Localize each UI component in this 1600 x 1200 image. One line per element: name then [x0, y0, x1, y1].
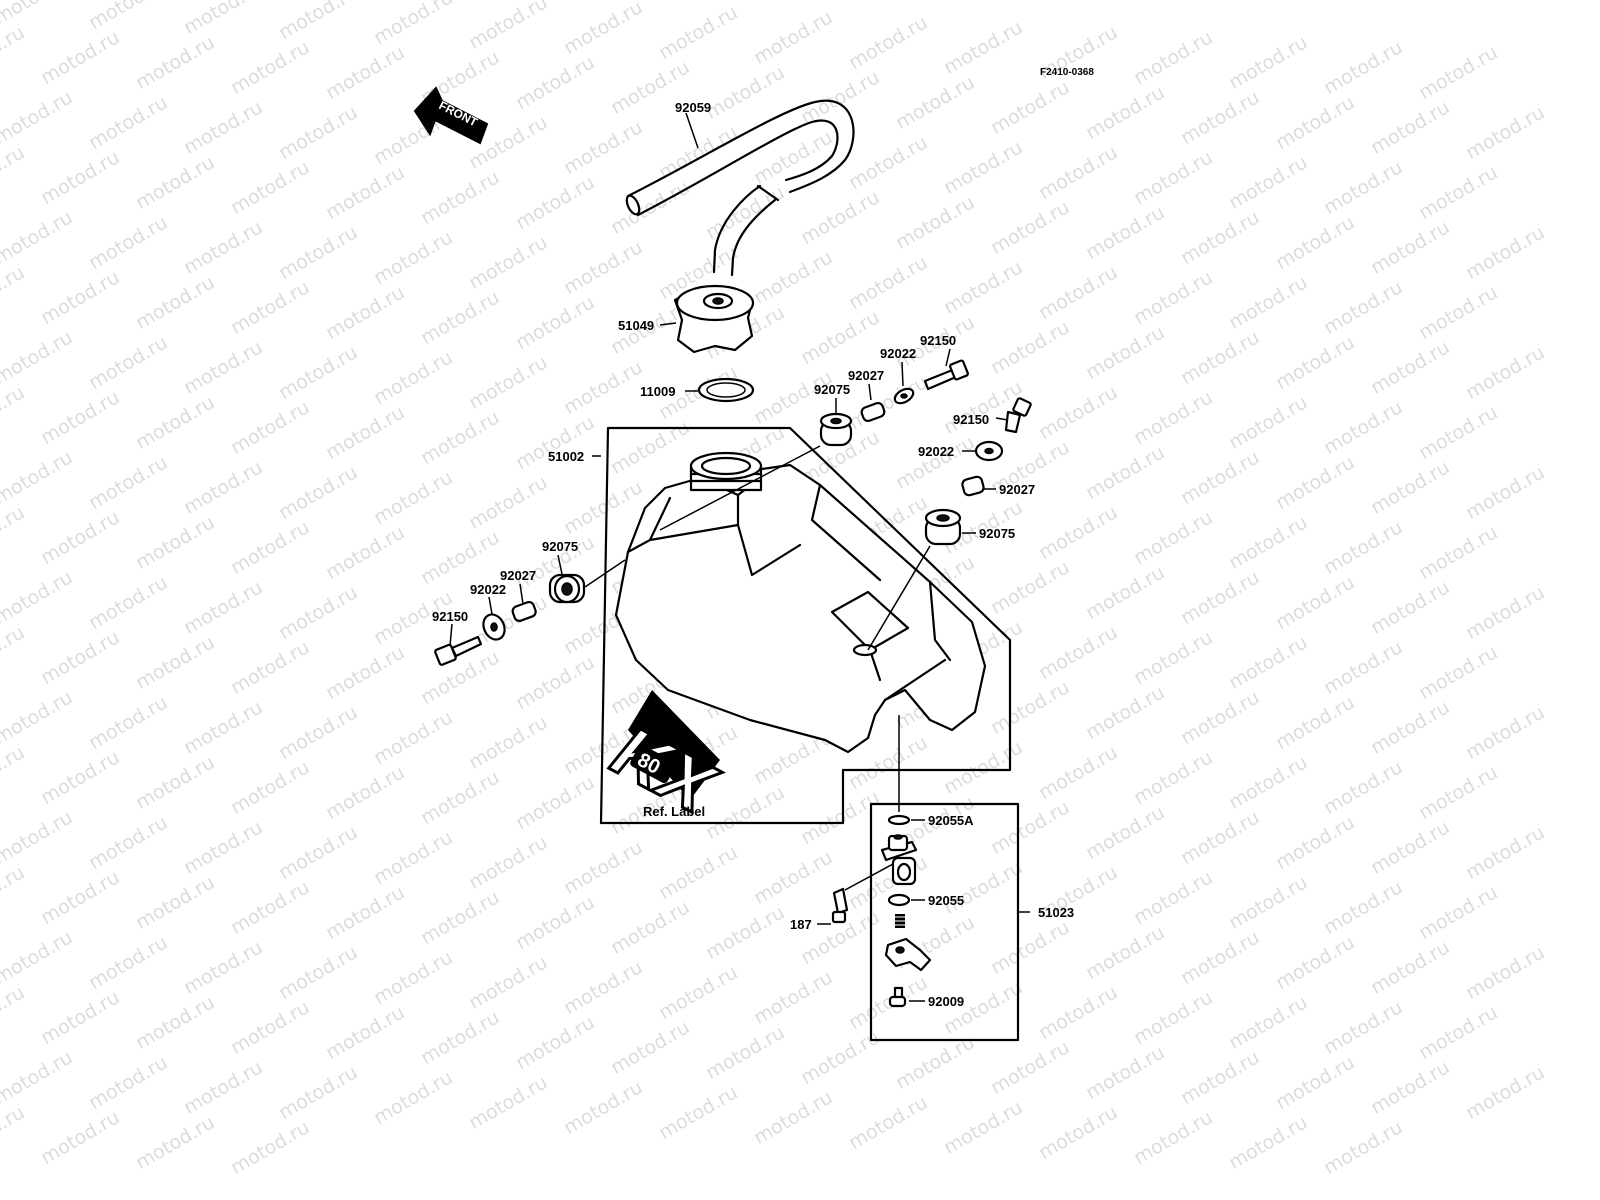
part-label-92027-right: 92027 — [999, 482, 1035, 497]
collar-top — [860, 401, 886, 423]
part-label-92022-right: 92022 — [918, 444, 954, 459]
fuel-cock-assembly-box — [869, 802, 1020, 1042]
washer-right — [974, 440, 1004, 462]
washer-top — [893, 387, 915, 405]
bolt-top — [923, 359, 969, 391]
cock-lever — [884, 937, 932, 972]
part-label-92075-top: 92075 — [814, 382, 850, 397]
damper-right — [924, 508, 962, 546]
part-label-92022-left: 92022 — [470, 582, 506, 597]
breather-hose — [625, 99, 855, 277]
part-label-51002: 51002 — [548, 449, 584, 464]
part-label-92027-left: 92027 — [500, 568, 536, 583]
cock-bottom-screw — [888, 986, 907, 1008]
tank-reference-frame — [599, 426, 1012, 825]
part-label-51049: 51049 — [618, 318, 654, 333]
part-label-51023: 51023 — [1038, 905, 1074, 920]
part-label-92075-right: 92075 — [979, 526, 1015, 541]
collar-right — [961, 475, 985, 497]
screw-187 — [831, 887, 849, 924]
front-arrow-icon: FRONT — [413, 86, 489, 145]
part-label-92075-left: 92075 — [542, 539, 578, 554]
fuel-cap — [673, 284, 755, 354]
washer-left — [482, 613, 506, 641]
part-label-92150-right: 92150 — [953, 412, 989, 427]
part-label-92055a: 92055A — [928, 813, 974, 828]
part-label-92022-top: 92022 — [880, 346, 916, 361]
part-label-187: 187 — [790, 917, 812, 932]
spring — [895, 914, 905, 928]
bolt-left — [434, 635, 483, 666]
collar-left — [511, 600, 537, 622]
part-label-92150-top: 92150 — [920, 333, 956, 348]
figure-code: F2410-0368 — [1040, 67, 1094, 78]
part-label-92055: 92055 — [928, 893, 964, 908]
damper-left — [548, 573, 586, 604]
o-ring — [887, 893, 911, 907]
part-label-92150-left: 92150 — [432, 609, 468, 624]
ref-label-text: Ref. Label — [643, 804, 705, 819]
o-ring-a — [887, 814, 911, 826]
part-label-11009: 11009 — [640, 384, 675, 399]
part-label-92027-top: 92027 — [848, 368, 884, 383]
bolt-right — [1004, 397, 1032, 434]
fuel-tank — [614, 451, 987, 754]
damper-top — [819, 412, 853, 447]
part-label-92009: 92009 — [928, 994, 964, 1009]
fuel-cock-body — [880, 834, 918, 886]
part-label-92059: 92059 — [675, 100, 711, 115]
